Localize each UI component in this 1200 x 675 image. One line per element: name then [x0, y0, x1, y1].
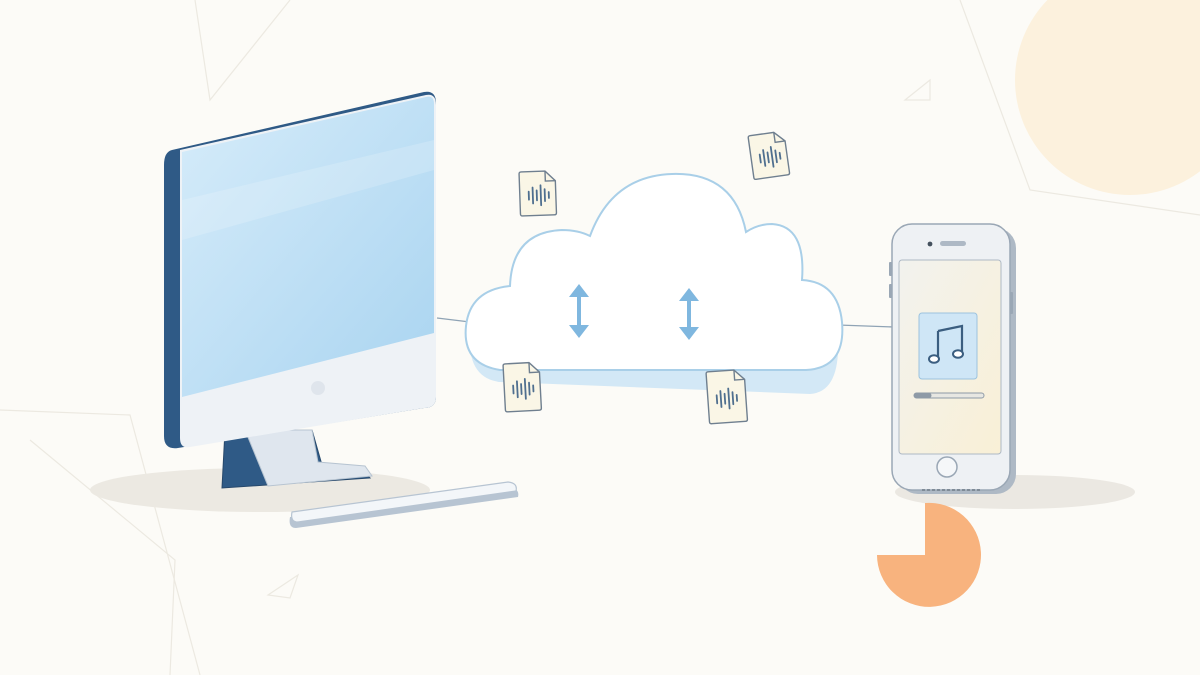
- smartphone-icon: [889, 223, 1016, 494]
- monitor-stand-front: [244, 429, 373, 487]
- playback-progress-fill: [914, 393, 932, 398]
- keyboard-top: [291, 481, 517, 523]
- audio-file-icon: [502, 361, 543, 413]
- deco-sun-circle: [1015, 0, 1200, 195]
- monitor-logo: [311, 381, 325, 395]
- phone-camera: [927, 241, 933, 247]
- desktop-computer-icon: [164, 91, 436, 489]
- phone-speaker: [940, 241, 966, 246]
- deco-line: [959, 0, 1200, 216]
- deco-triangle: [903, 78, 931, 101]
- audio-file-icon: [705, 369, 749, 425]
- phone-side-button: [889, 262, 892, 276]
- music-note-icon: [918, 312, 978, 380]
- deco-triangle: [266, 573, 300, 599]
- orange-pie-accent: [877, 502, 981, 607]
- audio-file-icon: [518, 170, 558, 217]
- audio-file-icon: [747, 131, 791, 181]
- monitor-screen: [182, 96, 434, 398]
- phone-home-button: [936, 456, 958, 478]
- phone-side-button: [1010, 292, 1013, 314]
- deco-line: [194, 0, 291, 102]
- up-down-arrow-icon: [569, 284, 589, 338]
- keyboard-icon: [289, 481, 519, 528]
- deco-line: [0, 409, 201, 675]
- screen-glare: [182, 140, 434, 240]
- cloud-icon: [464, 172, 844, 394]
- cloud-body: [464, 172, 844, 371]
- up-down-arrow-icon: [679, 288, 699, 340]
- deco-line: [29, 439, 176, 675]
- phone-side-button: [889, 284, 892, 298]
- connector-right: [837, 324, 895, 328]
- connector-left: [436, 317, 471, 323]
